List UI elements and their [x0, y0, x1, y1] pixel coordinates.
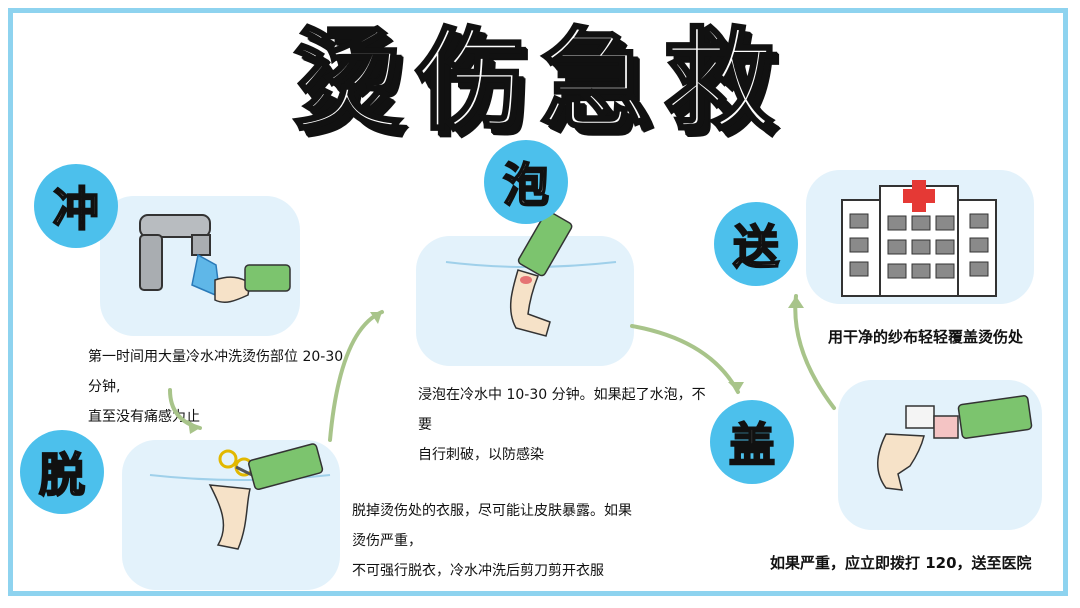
- remove-caption: 脱掉烫伤处的衣服，尽可能让皮肤暴露。如果烫伤严重， 不可强行脱衣，冷水冲洗后剪刀…: [352, 496, 632, 586]
- rinse-caption-line1: 第一时间用大量冷水冲洗烫伤部位 20-30 分钟,: [88, 349, 344, 395]
- arrow-remove-to-soak: [328, 310, 384, 442]
- poster-frame: [8, 8, 1068, 596]
- rinse-caption: 第一时间用大量冷水冲洗烫伤部位 20-30 分钟, 直至没有痛感为止: [88, 342, 348, 432]
- hospital-badge: 送: [714, 202, 798, 286]
- rinse-caption-line2: 直至没有痛感为止: [88, 409, 200, 425]
- cover-badge: 盖: [710, 400, 794, 484]
- bandage-illustration: [877, 395, 1033, 491]
- remove-caption-line1: 脱掉烫伤处的衣服，尽可能让皮肤暴露。如果烫伤严重，: [352, 503, 632, 549]
- soak-caption-line2: 自行刺破，以防感染: [418, 447, 544, 463]
- remove-caption-line2: 不可强行脱衣，冷水冲洗后剪刀剪开衣服: [352, 563, 604, 579]
- arrow-cover-to-send: [793, 294, 836, 410]
- rinse-badge: 冲: [34, 164, 118, 248]
- soak-caption: 浸泡在冷水中 10-30 分钟。如果起了水泡，不要 自行刺破，以防感染: [418, 380, 718, 470]
- scissors-hand-illustration: [149, 443, 331, 550]
- cover-caption: 用干净的纱布轻轻覆盖烫伤处: [828, 328, 1024, 346]
- remove-badge: 脱: [20, 430, 104, 514]
- hospital-caption: 如果严重，应立即拨打 120，送至医院: [770, 554, 1032, 572]
- arrow-rinse-to-remove: [168, 388, 202, 430]
- poster-title: 烫伤急救: [291, 16, 788, 147]
- soak-badge: 泡: [484, 140, 568, 224]
- hospital-illustration: [841, 180, 997, 297]
- soak-illustration: [445, 210, 617, 337]
- soak-caption-line1: 浸泡在冷水中 10-30 分钟。如果起了水泡，不要: [418, 387, 706, 433]
- faucet-illustration: [139, 214, 291, 303]
- arrow-soak-to-cover: [630, 324, 740, 394]
